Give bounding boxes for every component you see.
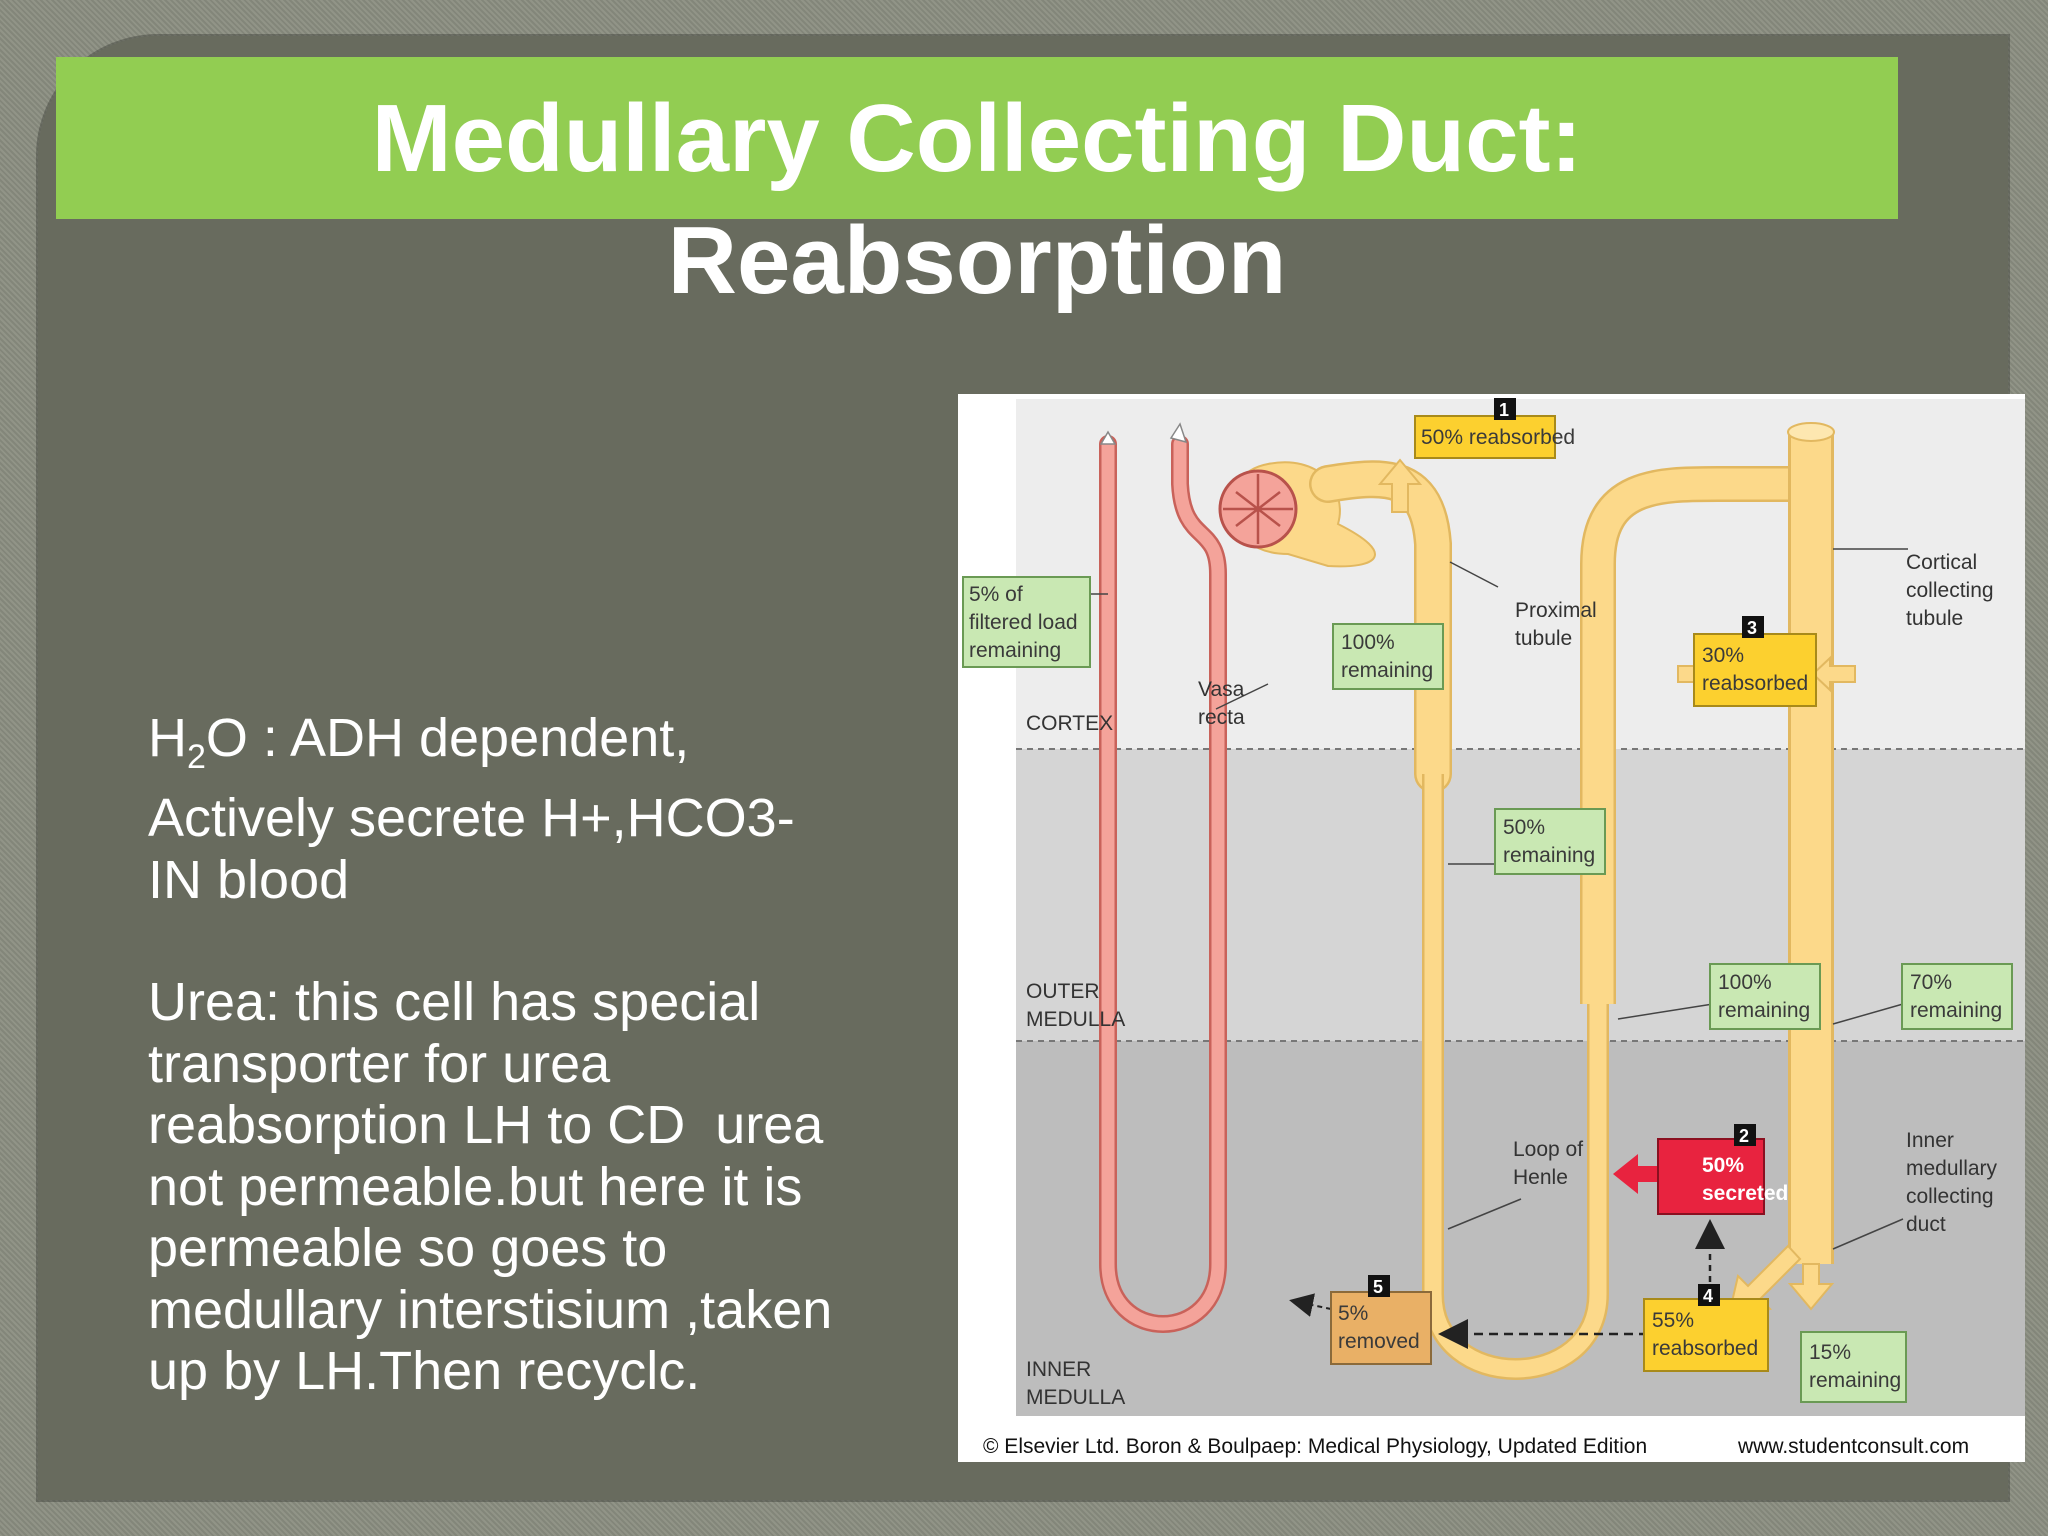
label-cortical-tubule: tubule bbox=[1906, 607, 1963, 630]
box-100-remaining-a bbox=[1332, 623, 1444, 690]
box-30-line-1: 30% bbox=[1702, 644, 1744, 667]
box-100b-line-2: remaining bbox=[1718, 999, 1810, 1022]
label-cortex: CORTEX bbox=[1026, 712, 1113, 735]
label-collecting: collecting bbox=[1906, 579, 1994, 602]
box-filtered-load bbox=[962, 576, 1091, 668]
box-sec-line-1: 50% bbox=[1702, 1154, 1744, 1177]
label-inner-medulla: MEDULLA bbox=[1026, 1386, 1125, 1409]
duct-outflow-arrow-icon bbox=[1787, 1263, 1835, 1311]
reabsorbed-arrow-icon bbox=[1377, 458, 1423, 513]
box-30-reabsorbed bbox=[1693, 633, 1817, 707]
box-15-line-1: 15% bbox=[1809, 1341, 1851, 1364]
label-proximal: Proximal bbox=[1515, 599, 1597, 622]
box-50-reabsorbed bbox=[1414, 415, 1556, 459]
box-50rem-line-1: 50% bbox=[1503, 816, 1545, 839]
label-duct: duct bbox=[1906, 1213, 1946, 1236]
vasa-recta bbox=[1101, 437, 1225, 1331]
step-badge-3 bbox=[1742, 616, 1764, 638]
label-tubule: tubule bbox=[1515, 627, 1572, 650]
glomerulus-capillaries bbox=[1223, 474, 1293, 544]
figure-credit-url: www.studentconsult.com bbox=[1737, 1435, 1969, 1458]
step-badge-2 bbox=[1734, 1124, 1756, 1146]
label-outer: OUTER bbox=[1026, 980, 1100, 1003]
step-number-2: 2 bbox=[1739, 1126, 1749, 1146]
paragraph-urea: Urea: this cell has special transporter … bbox=[148, 972, 908, 1403]
box-100a-line-1: 100% bbox=[1341, 631, 1395, 654]
diagram-svg: CORTEX OUTER MEDULLA INNER MEDULLA Vasa … bbox=[962, 398, 2025, 1458]
label-recta: recta bbox=[1198, 706, 1245, 729]
title-line-1: Medullary Collecting Duct: bbox=[371, 85, 1583, 192]
paragraph-h2o-line-2: Actively secrete H+,HCO3- bbox=[148, 788, 795, 849]
title-line-2: Reabsorption bbox=[667, 207, 1287, 314]
step-number-3: 3 bbox=[1747, 618, 1757, 638]
label-inner-imcd: Inner bbox=[1906, 1129, 1954, 1152]
box-5-line-1: 5% bbox=[1338, 1302, 1368, 1325]
loop-of-henle bbox=[1424, 774, 1607, 1378]
urea-line-1: Urea: this cell has special bbox=[148, 972, 761, 1033]
step-badge-1 bbox=[1494, 398, 1516, 420]
label-vasa: Vasa bbox=[1198, 678, 1245, 701]
box-55-line-2: reabsorbed bbox=[1652, 1337, 1758, 1360]
box-50-remaining bbox=[1494, 808, 1606, 875]
box-100-remaining-b bbox=[1709, 963, 1821, 1030]
label-loop-of: Loop of bbox=[1513, 1138, 1583, 1161]
paragraph-h2o-line-1: O : ADH dependent, bbox=[205, 708, 690, 768]
box-100a-line-2: remaining bbox=[1341, 659, 1433, 682]
box-5-removed bbox=[1330, 1291, 1432, 1365]
step-number-5: 5 bbox=[1373, 1277, 1383, 1297]
box-70-line-1: 70% bbox=[1910, 971, 1952, 994]
box-100b-line-1: 100% bbox=[1718, 971, 1772, 994]
distal-tubule bbox=[1582, 468, 1788, 1004]
box-filtered-line-2: filtered load bbox=[969, 611, 1078, 634]
box-55-line-1: 55% bbox=[1652, 1309, 1694, 1332]
label-inner: INNER bbox=[1026, 1358, 1091, 1381]
vasa-arrow-up-icon bbox=[1099, 430, 1117, 445]
box-70-remaining bbox=[1901, 963, 2013, 1030]
label-cortical: Cortical bbox=[1906, 551, 1977, 574]
box-30-line-2: reabsorbed bbox=[1702, 672, 1808, 695]
slide-title: Medullary Collecting Duct: Reabsorption bbox=[56, 78, 1898, 322]
box-15-line-2: remaining bbox=[1809, 1369, 1901, 1392]
body-text: H2O : ADH dependent, Actively secrete H+,… bbox=[148, 708, 908, 1403]
step-badge-4 bbox=[1698, 1284, 1720, 1306]
urea-line-5: permeable so goes to bbox=[148, 1218, 668, 1279]
dashed-arrow-vasa bbox=[1289, 1293, 1332, 1317]
box-filtered-line-3: remaining bbox=[969, 639, 1061, 662]
outer-medulla-zone bbox=[1016, 749, 2025, 1041]
figure-credit: © Elsevier Ltd. Boron & Boulpaep: Medica… bbox=[983, 1435, 1647, 1458]
step-badge-5 bbox=[1368, 1275, 1390, 1297]
box-50rem-line-2: remaining bbox=[1503, 844, 1595, 867]
step-number-1: 1 bbox=[1499, 400, 1509, 420]
step-number-4: 4 bbox=[1703, 1286, 1713, 1306]
urea-line-7: up by LH.Then recyclc. bbox=[148, 1341, 701, 1402]
paragraph-h2o-line-3: IN blood bbox=[148, 849, 350, 910]
box-filtered-line-1: 5% of bbox=[969, 583, 1023, 606]
secreted-arrow-icon bbox=[1613, 1154, 1658, 1194]
box-55-reabsorbed bbox=[1643, 1298, 1769, 1372]
vasa-arrow-out-icon bbox=[1169, 422, 1188, 444]
label-medullary: medullary bbox=[1906, 1157, 1998, 1180]
box-15-remaining bbox=[1800, 1331, 1907, 1403]
nephron-urea-diagram: CORTEX OUTER MEDULLA INNER MEDULLA Vasa … bbox=[958, 394, 2025, 1462]
box-5-line-2: removed bbox=[1338, 1330, 1420, 1353]
label-henle: Henle bbox=[1513, 1166, 1568, 1189]
duct-top-opening bbox=[1787, 422, 1835, 442]
reabsorb-right-arrow-icon bbox=[1811, 655, 1856, 693]
box-50-secreted bbox=[1657, 1138, 1765, 1215]
paragraph-h2o: H2O : ADH dependent, Actively secrete H+,… bbox=[148, 708, 908, 911]
box-sec-line-2: secreted bbox=[1702, 1182, 1788, 1205]
label-outer-medulla: MEDULLA bbox=[1026, 1008, 1125, 1031]
urea-line-3: reabsorption LH to CD urea bbox=[148, 1095, 824, 1156]
h2o-prefix: H bbox=[148, 708, 187, 768]
urea-line-6: medullary interstisium ,taken bbox=[148, 1279, 833, 1340]
h2o-subscript: 2 bbox=[187, 737, 206, 776]
title-bar bbox=[56, 57, 1898, 219]
urea-line-2: transporter for urea bbox=[148, 1033, 611, 1094]
urea-line-4: not permeable.but here it is bbox=[148, 1156, 803, 1217]
box-50reab-text: 50% reabsorbed bbox=[1421, 426, 1575, 449]
label-collecting-imcd: collecting bbox=[1906, 1185, 1994, 1208]
box-70-line-2: remaining bbox=[1910, 999, 2002, 1022]
